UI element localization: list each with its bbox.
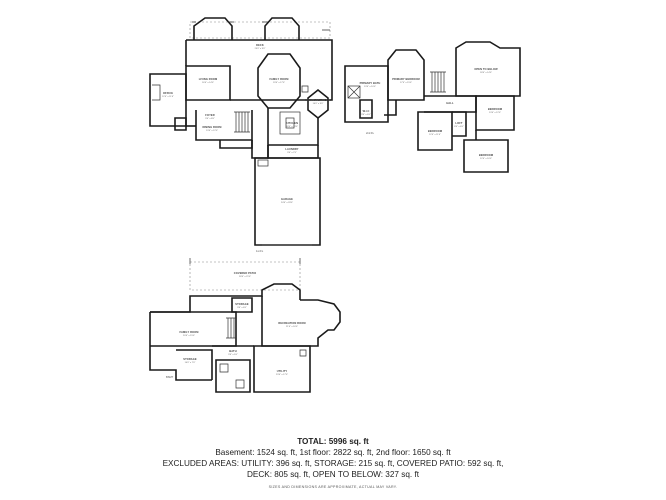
- room-label-foyer: FOYER: [205, 113, 214, 117]
- room-label-dining: DINING ROOM: [203, 125, 222, 129]
- room-label-covered-patio: COVERED PATIO: [234, 271, 256, 275]
- room-dim-utility: 23'0" x 17'0": [276, 374, 288, 376]
- room-dim-bedroom-2: 13'0" x 12'0": [489, 112, 501, 114]
- excluded-areas-line-2: DECK: 805 sq. ft, OPEN TO BELOW: 327 sq.…: [246, 470, 419, 479]
- room-dim-open-below: 18'0" x 14'0": [480, 72, 492, 74]
- basement-room-labels: COVERED PATIO 28'0" x 21'0" FAMILY ROOM …: [179, 271, 305, 376]
- basement-plan: BSMT: [149, 258, 341, 393]
- first-floor-plan: 1st FL: [149, 17, 333, 253]
- room-dim-bedroom-4: 12'0" x 10'0": [480, 158, 492, 160]
- room-dim-office: 12'0" x 11'0": [162, 96, 174, 98]
- room-label-primary-bath: PRIMARY BATH: [360, 81, 381, 85]
- room-label-laundry: LAUNDRY: [285, 147, 298, 151]
- room-dim-living: 16'0" x 14'0": [202, 82, 214, 84]
- room-dim-covered-patio: 28'0" x 21'0": [239, 276, 251, 278]
- room-dim-kitchen: 18'0" x 13'0": [286, 126, 298, 128]
- room-label-hall-2f: HALL: [446, 101, 454, 105]
- room-label-deck-1f: DECK: [256, 43, 264, 47]
- room-dim-breakfast: 10'0" x 9'0": [313, 103, 324, 105]
- room-label-bath-b: BATH: [229, 349, 236, 353]
- room-label-open-below: OPEN TO BELOW: [474, 67, 498, 71]
- room-dim-deck-1f: 25'0" x 9'0": [255, 48, 266, 50]
- room-label-garage: GARAGE: [281, 197, 293, 201]
- room-dim-loft: 8'0" x 6'0": [454, 126, 464, 128]
- room-dim-wic: 9'0" x 6'0": [361, 114, 371, 116]
- room-dim-bedroom-3: 12'0" x 11'0": [429, 134, 441, 136]
- second-floor-plan: 2nd FL: [344, 41, 521, 173]
- room-label-storage-b2: STORAGE: [183, 357, 197, 361]
- room-dim-primary-bath: 13'0" x 10'0": [364, 86, 376, 88]
- room-label-kitchen: KITCHEN: [286, 121, 298, 125]
- room-label-family: FAMILY ROOM: [269, 77, 288, 81]
- room-label-primary-bed: PRIMARY BEDROOM: [392, 77, 420, 81]
- room-label-living: LIVING ROOM: [199, 77, 218, 81]
- room-dim-laundry: 9'0" x 7'0": [287, 152, 297, 154]
- second-floor-level-mark: 2nd FL: [366, 131, 375, 135]
- first-floor-room-labels: DECK 25'0" x 9'0" LIVING ROOM 16'0" x 14…: [162, 43, 331, 204]
- room-dim-primary-bed: 17'0" x 15'0": [400, 82, 412, 84]
- second-floor-room-labels: PRIMARY BEDROOM 17'0" x 15'0" PRIMARY BA…: [360, 67, 502, 160]
- room-dim-bath-b: 9'0" x 5'0": [228, 354, 238, 356]
- room-dim-family: 19'0" x 17'0": [273, 82, 285, 84]
- total-area: TOTAL: 5996 sq. ft: [297, 437, 369, 446]
- room-dim-garage: 24'0" x 33'0": [281, 202, 293, 204]
- room-label-bedroom-4: BEDROOM: [479, 153, 493, 157]
- floor-plan-drawing: 1st FL DECK 25'0" x 9'0" LIVING ROOM 16'…: [149, 17, 521, 393]
- room-label-office: OFFICE: [163, 91, 173, 95]
- room-label-utility: UTILITY: [277, 369, 288, 373]
- room-dim-storage: 9'0" x 6'0": [237, 307, 247, 309]
- room-label-bedroom-2: BEDROOM: [488, 107, 502, 111]
- room-dim-family-room-b: 20'0" x 15'0": [183, 335, 195, 337]
- room-dim-dining: 13'0" x 12'0": [206, 130, 218, 132]
- excluded-areas-line: EXCLUDED AREAS: UTILITY: 396 sq. ft, STO…: [162, 459, 504, 468]
- room-dim-recreation: 21'0" x 16'0": [286, 326, 298, 328]
- room-label-storage: STORAGE: [235, 302, 249, 306]
- room-dim-storage-b2: 10'0" x 7'0": [185, 362, 196, 364]
- basement-level-mark: BSMT: [166, 375, 174, 379]
- disclaimer-footnote: SIZES AND DIMENSIONS ARE APPROXIMATE, AC…: [268, 485, 398, 489]
- room-label-bedroom-3: BEDROOM: [428, 129, 442, 133]
- room-label-wic: W.I.C: [363, 109, 370, 113]
- room-label-breakfast: BREAKFAST NOOK: [305, 98, 331, 102]
- room-label-loft: LOFT: [455, 121, 462, 125]
- floor-areas-line: Basement: 1524 sq. ft, 1st floor: 2822 s…: [215, 448, 451, 457]
- first-floor-level-mark: 1st FL: [256, 249, 264, 253]
- room-label-recreation: RECREATION ROOM: [278, 321, 305, 325]
- room-dim-foyer: 9'0" x 8'0": [205, 118, 215, 120]
- room-label-family-room-b: FAMILY ROOM: [179, 330, 198, 334]
